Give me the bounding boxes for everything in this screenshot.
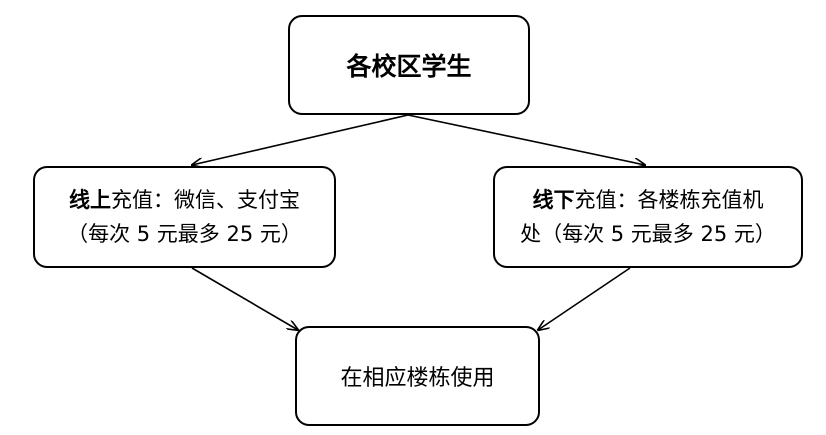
node-online-recharge: 线上充值：微信、支付宝 （每次 5 元最多 25 元） [33, 166, 336, 268]
node-right-title: 线下充值：各楼栋充值机 [533, 183, 764, 217]
node-right-title-rest: 充值：各楼栋充值机 [574, 188, 764, 212]
node-all-campus-students: 各校区学生 [288, 15, 530, 115]
node-left-title: 线上充值：微信、支付宝 [69, 183, 300, 217]
arrow-right-to-bottom [538, 267, 631, 330]
node-left-title-rest: 充值：微信、支付宝 [111, 188, 300, 212]
arrow-top-to-left [192, 114, 409, 165]
node-left-title-bold: 线上 [69, 188, 111, 212]
arrow-left-to-bottom [191, 267, 298, 330]
node-bottom-text: 在相应楼栋使用 [340, 366, 495, 391]
node-offline-recharge: 线下充值：各楼栋充值机 处（每次 5 元最多 25 元） [493, 166, 803, 268]
node-right-subtitle: 处（每次 5 元最多 25 元） [520, 222, 776, 246]
arrow-top-to-right [407, 114, 645, 165]
node-left-subtitle: （每次 5 元最多 25 元） [67, 222, 302, 246]
node-top-text: 各校区学生 [346, 52, 472, 81]
node-use-in-building: 在相应楼栋使用 [295, 326, 540, 426]
node-right-title-bold: 线下 [532, 188, 575, 212]
